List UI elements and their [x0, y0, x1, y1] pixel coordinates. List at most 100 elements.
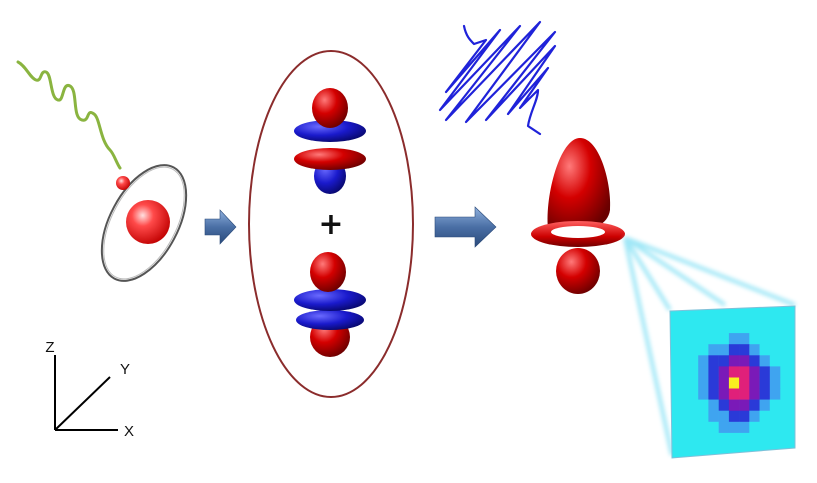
detector-cell [708, 432, 719, 445]
detector-cell [749, 355, 760, 367]
detector-cell [698, 399, 709, 411]
detector-cell [708, 410, 719, 423]
detector-cell [718, 377, 730, 389]
small-arrow-icon [204, 209, 237, 245]
detector-cell [749, 399, 760, 411]
axis-label-y: Y [120, 361, 130, 378]
detector-cell [769, 388, 781, 400]
detector-cell [759, 399, 771, 411]
detector-cell [688, 333, 699, 345]
detector-cell [739, 399, 750, 411]
detector-cell [718, 366, 730, 378]
detector-cell [749, 421, 760, 434]
blue-light-pulse [438, 20, 557, 136]
axis-label-z: Z [45, 339, 54, 356]
detector-cell [769, 410, 781, 423]
electron [116, 176, 130, 190]
detector-cell [728, 432, 740, 445]
detector-cell [739, 377, 750, 389]
detector-cell [739, 322, 750, 334]
orbital-bottom [294, 252, 366, 357]
atom [100, 164, 188, 282]
detector-cell [688, 421, 699, 434]
detector-cell [728, 366, 740, 378]
detector-cell [759, 322, 771, 334]
detector-cell [718, 388, 730, 400]
detector-cell [688, 377, 699, 389]
light-beams [623, 236, 796, 456]
result-orbital [531, 138, 625, 294]
detector-cell [728, 355, 740, 367]
detector-cell [688, 322, 699, 334]
detector-cell [718, 421, 730, 434]
detector-cell [749, 333, 760, 345]
detector-cell [698, 377, 709, 389]
detector-cell [708, 421, 719, 434]
detector-cell [739, 388, 750, 400]
detector-cell [718, 432, 730, 445]
detector-cell [728, 388, 740, 400]
superposition-ellipse [248, 50, 414, 398]
detector-cell [759, 421, 771, 434]
detector-cell [698, 410, 709, 423]
detector-cell [698, 322, 709, 334]
detector-cell [708, 355, 719, 367]
detector-cell [769, 333, 781, 345]
detector-cell [749, 410, 760, 423]
detector-cell [739, 410, 750, 423]
detector-cell [739, 432, 750, 445]
axis-label-x: X [124, 423, 134, 440]
orbital-top [294, 88, 366, 194]
detector-cell [759, 333, 771, 345]
detector-cell [759, 344, 771, 356]
detector-cell [688, 399, 699, 411]
detector-cell [728, 333, 740, 345]
detector-panel [669, 305, 796, 459]
detector-cell [708, 344, 719, 356]
coordinate-axes: Z Y X [45, 339, 134, 440]
detector-cell [688, 366, 699, 378]
detector-cell [739, 366, 750, 378]
detector-cell [769, 432, 781, 445]
detector-cell [688, 388, 699, 400]
detector-cell [698, 355, 709, 367]
detector-cell [749, 388, 760, 400]
detector-cell [698, 432, 709, 445]
detector-cell [698, 344, 709, 356]
nucleus [126, 200, 170, 244]
detector-heatmap [688, 322, 781, 445]
detector-cell [739, 421, 750, 434]
detector-cell [728, 377, 740, 389]
detector-cell [698, 333, 709, 345]
detector-cell [759, 410, 771, 423]
detector-cell [769, 421, 781, 434]
detector-cell [769, 399, 781, 411]
detector-cell [749, 322, 760, 334]
detector-cell [718, 410, 730, 423]
detector-cell [708, 399, 719, 411]
plus-sign: + [318, 207, 343, 242]
detector-cell [728, 322, 740, 334]
detector-cell [688, 355, 699, 367]
electron-orbit [100, 164, 188, 282]
detector-cell [728, 421, 740, 434]
detector-cell [728, 399, 740, 411]
detector-cell [698, 421, 709, 434]
detector-cell [739, 333, 750, 345]
detector-cell [718, 355, 730, 367]
detector-cell [759, 388, 771, 400]
detector-cell [708, 333, 719, 345]
detector-cell [718, 322, 730, 334]
detector-cell [718, 399, 730, 411]
detector-cell [708, 366, 719, 378]
detector-cell [739, 355, 750, 367]
detector-cell [708, 322, 719, 334]
detector-cell [769, 377, 781, 389]
detector-cell [688, 410, 699, 423]
detector-cell [739, 344, 750, 356]
detector-cell [728, 410, 740, 423]
detector-cell [708, 377, 719, 389]
detector-cell [728, 344, 740, 356]
detector-cell [769, 366, 781, 378]
